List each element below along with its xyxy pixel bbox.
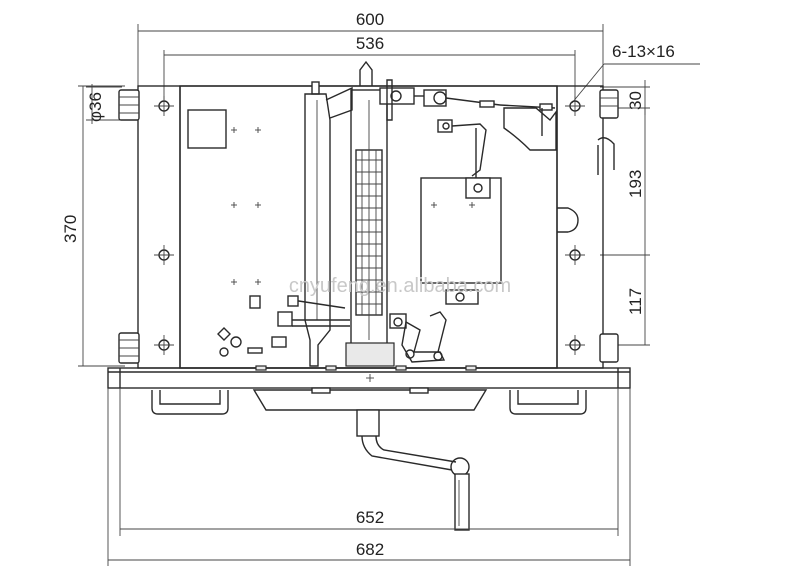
dim-label-30: 30 <box>626 91 645 110</box>
dim-label-holes: 6-13×16 <box>612 42 675 61</box>
left-rod <box>304 81 353 367</box>
dimension-536: 536 <box>163 34 576 100</box>
panel-fasteners <box>231 127 475 285</box>
dimension-652: 652 <box>119 388 619 536</box>
control-box <box>420 177 502 305</box>
dim-label-652: 652 <box>356 508 384 527</box>
truck-base <box>107 365 631 389</box>
indicator-lamps <box>217 295 287 357</box>
dimension-dia-36: φ36 <box>86 84 122 124</box>
dim-label-682: 682 <box>356 540 384 559</box>
central-column <box>345 60 395 367</box>
drive-block <box>252 387 488 411</box>
mounting-holes <box>154 96 585 355</box>
top-linkage <box>379 79 615 175</box>
crank-handle <box>356 409 470 531</box>
dimension-holes: 6-13×16 <box>571 42 700 104</box>
lower-linkage <box>277 295 447 363</box>
dimension-117: 117 <box>600 255 650 346</box>
column-ticks <box>356 159 382 305</box>
dimension-600: 600 <box>137 10 604 90</box>
carry-handles <box>151 390 587 415</box>
inspection-window <box>187 109 227 149</box>
right-bolts <box>599 89 619 363</box>
dim-label-600: 600 <box>356 10 384 29</box>
dim-label-dia-36: φ36 <box>86 92 105 122</box>
dimension-682: 682 <box>107 388 631 566</box>
dimension-193: 193 <box>600 108 650 256</box>
dim-label-536: 536 <box>356 34 384 53</box>
dim-label-117: 117 <box>626 288 645 315</box>
dim-label-193: 193 <box>626 170 645 198</box>
dim-label-370: 370 <box>61 215 80 243</box>
watermark: cnyufeng.en.alibaba.com <box>289 275 511 297</box>
dimension-370: 370 <box>61 85 125 367</box>
left-bolts <box>118 89 140 364</box>
